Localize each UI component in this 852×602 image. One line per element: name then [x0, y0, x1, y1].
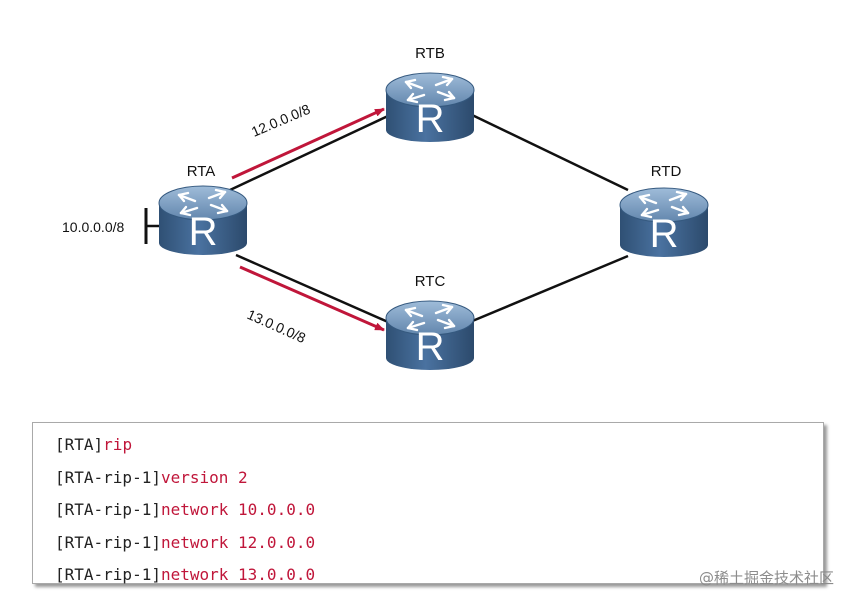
network-label-stub: 10.0.0.0/8: [62, 219, 124, 235]
router-rta-label: RTA: [187, 163, 216, 180]
router-rtb-label: RTB: [415, 45, 445, 62]
config-prompt: [RTA-rip-1]: [55, 500, 161, 519]
router-rtd-glyph: R: [650, 212, 679, 256]
network-label-upper: 12.0.0.0/8: [249, 101, 313, 140]
arrow-to-rtb: [231, 107, 385, 180]
router-rtd: R: [618, 186, 710, 259]
config-command: network 13.0.0.0: [160, 565, 316, 584]
link-rtc-rtd: [469, 254, 629, 324]
link-rta-rtb: [229, 114, 389, 192]
router-rtd-label: RTD: [651, 163, 682, 180]
router-rtb: R: [384, 71, 476, 144]
config-command-box: [RTA]rip [RTA-rip-1]version 2 [RTA-rip-1…: [32, 422, 824, 584]
config-prompt: [RTA-rip-1]: [55, 565, 161, 584]
config-command: network 10.0.0.0: [160, 500, 316, 519]
config-command: version 2: [160, 467, 248, 487]
watermark: @稀土掘金技术社区: [698, 569, 834, 587]
config-line: [RTA-rip-1]version 2: [55, 462, 823, 495]
router-rta-glyph: R: [189, 210, 218, 254]
router-rta: R: [157, 184, 249, 257]
router-rtb-glyph: R: [416, 97, 445, 141]
config-command: rip: [103, 435, 133, 454]
router-rtc-glyph: R: [416, 325, 445, 369]
router-rtc: R: [384, 299, 476, 372]
config-line: [RTA-rip-1]network 12.0.0.0: [55, 527, 823, 560]
network-label-lower: 13.0.0.0/8: [245, 306, 309, 346]
router-rtc-label: RTC: [415, 273, 446, 290]
config-line: [RTA-rip-1]network 13.0.0.0: [55, 559, 823, 592]
arrow-to-rtc: [239, 265, 385, 332]
config-command: network 12.0.0.0: [160, 532, 316, 552]
config-prompt: [RTA-rip-1]: [55, 532, 161, 552]
config-line: [RTA]rip: [55, 429, 823, 462]
link-rta-rtc: [235, 253, 389, 324]
link-rtb-rtd: [469, 112, 629, 192]
network-topology-diagram: R R R R RTA RTB RTC RTD 10.0.0.0/8 12.0.…: [62, 45, 710, 372]
config-prompt: [RTA]: [55, 435, 104, 454]
config-line: [RTA-rip-1]network 10.0.0.0: [55, 494, 823, 527]
config-prompt: [RTA-rip-1]: [55, 467, 161, 487]
